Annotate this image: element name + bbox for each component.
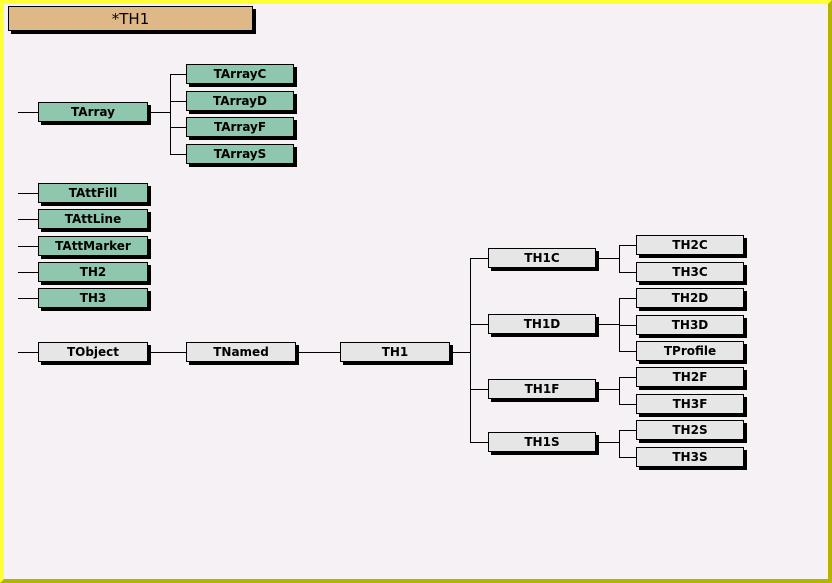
class-label-th3d: TH3D — [671, 318, 709, 332]
edge-stub-tattmarker — [18, 246, 39, 247]
class-label-tprofile: TProfile — [663, 344, 717, 358]
class-box-tarray[interactable]: TArray — [38, 102, 148, 122]
class-label-tnamed: TNamed — [213, 345, 269, 359]
class-box-th3c[interactable]: TH3C — [636, 262, 744, 282]
edge-th1c-trunk — [599, 258, 619, 259]
class-box-th1s[interactable]: TH1S — [488, 432, 596, 452]
edge-th1s-th3s — [619, 457, 637, 458]
edge-th1-th1c — [470, 258, 489, 259]
class-label-tarrayc: TArrayC — [213, 67, 267, 81]
class-box-th2c[interactable]: TH2C — [636, 235, 744, 255]
edge-th1d-th2d — [619, 298, 637, 299]
class-label-th2f: TH2F — [672, 370, 708, 384]
class-box-tprofile[interactable]: TProfile — [636, 341, 744, 361]
edge-th1-th1s — [470, 442, 489, 443]
class-label-tattfill: TAttFill — [68, 186, 118, 200]
class-label-tobject: TObject — [66, 345, 120, 359]
class-box-tattfill[interactable]: TAttFill — [38, 183, 148, 203]
edge-stub-tarray — [18, 112, 39, 113]
edge-th1d-th3d — [619, 325, 637, 326]
class-label-tarray: TArray — [71, 105, 115, 119]
class-label-th3c: TH3C — [672, 265, 708, 279]
class-box-th2d[interactable]: TH2D — [636, 288, 744, 308]
edge-th1-th1f — [470, 389, 489, 390]
class-label-th3f: TH3F — [672, 397, 708, 411]
class-box-tobject[interactable]: TObject — [38, 342, 148, 362]
edge-stub-tattline — [18, 219, 39, 220]
class-label-th3: TH3 — [79, 291, 107, 305]
edge-tarray-tarrays — [170, 154, 187, 155]
class-box-th3[interactable]: TH3 — [38, 288, 148, 308]
edge-stub-tattfill — [18, 193, 39, 194]
class-label-th2c: TH2C — [672, 238, 708, 252]
class-label-tattmarker: TAttMarker — [55, 239, 131, 253]
class-box-tarrays[interactable]: TArrayS — [186, 144, 294, 164]
edge-th1f-th3f — [619, 404, 637, 405]
edge-th1s-trunk — [599, 442, 619, 443]
class-label-th1c: TH1C — [524, 251, 560, 265]
edge-th1d-trunk — [599, 324, 619, 325]
class-box-th1[interactable]: TH1 — [340, 342, 450, 362]
class-box-tattmarker[interactable]: TAttMarker — [38, 236, 148, 256]
edge-tarray-vertical-trunk — [170, 74, 171, 155]
class-box-tarrayc[interactable]: TArrayC — [186, 64, 294, 84]
edge-stub-tobject — [18, 352, 39, 353]
class-label-tarrayd: TArrayD — [213, 94, 267, 108]
class-box-th2f[interactable]: TH2F — [636, 367, 744, 387]
class-label-th2: TH2 — [79, 265, 107, 279]
class-label-th2s: TH2S — [672, 423, 708, 437]
class-box-th1c[interactable]: TH1C — [488, 248, 596, 268]
class-label-tarrayf: TArrayF — [213, 120, 267, 134]
edge-th1c-th2c — [619, 245, 637, 246]
edge-th1f-trunk — [599, 389, 619, 390]
class-box-th2[interactable]: TH2 — [38, 262, 148, 282]
class-label-tattline: TAttLine — [64, 212, 122, 226]
edge-tobject-tnamed — [151, 352, 187, 353]
edge-tarray-tarrayd — [170, 101, 187, 102]
edge-tnamed-th1 — [299, 352, 341, 353]
class-label-th2d: TH2D — [671, 291, 709, 305]
edge-th1s-vertical-trunk — [619, 430, 620, 457]
class-label-th3s: TH3S — [672, 450, 708, 464]
class-box-tarrayf[interactable]: TArrayF — [186, 117, 294, 137]
class-box-tarrayd[interactable]: TArrayD — [186, 91, 294, 111]
edge-tarray-trunk — [151, 112, 170, 113]
edge-th1c-vertical-trunk — [619, 245, 620, 273]
edge-stub-th3 — [18, 298, 39, 299]
class-box-th3s[interactable]: TH3S — [636, 447, 744, 467]
edge-th1f-th2f — [619, 377, 637, 378]
edge-th1-vertical-trunk — [470, 258, 471, 443]
edge-th1-th1d — [470, 324, 489, 325]
edge-th1-trunk — [453, 352, 470, 353]
edge-th1s-th2s — [619, 430, 637, 431]
class-box-th1f[interactable]: TH1F — [488, 379, 596, 399]
class-label-th1d: TH1D — [523, 317, 561, 331]
class-box-tattline[interactable]: TAttLine — [38, 209, 148, 229]
class-box-th2s[interactable]: TH2S — [636, 420, 744, 440]
edge-stub-th2 — [18, 272, 39, 273]
edge-tarray-tarrayf — [170, 127, 187, 128]
class-label-tarrays: TArrayS — [213, 147, 267, 161]
edge-th1c-th3c — [619, 272, 637, 273]
edge-tarray-tarrayc — [170, 74, 187, 75]
class-label-th1f: TH1F — [524, 382, 560, 396]
class-label-th1: TH1 — [381, 345, 409, 359]
edge-th1d-tprofile — [619, 351, 637, 352]
class-box-th3f[interactable]: TH3F — [636, 394, 744, 414]
window-titlebar: *TH1 — [8, 6, 253, 31]
class-box-th1d[interactable]: TH1D — [488, 314, 596, 334]
class-box-tnamed[interactable]: TNamed — [186, 342, 296, 362]
class-label-th1s: TH1S — [524, 435, 560, 449]
window-title: *TH1 — [111, 9, 150, 28]
class-box-th3d[interactable]: TH3D — [636, 315, 744, 335]
edge-th1f-vertical-trunk — [619, 377, 620, 405]
